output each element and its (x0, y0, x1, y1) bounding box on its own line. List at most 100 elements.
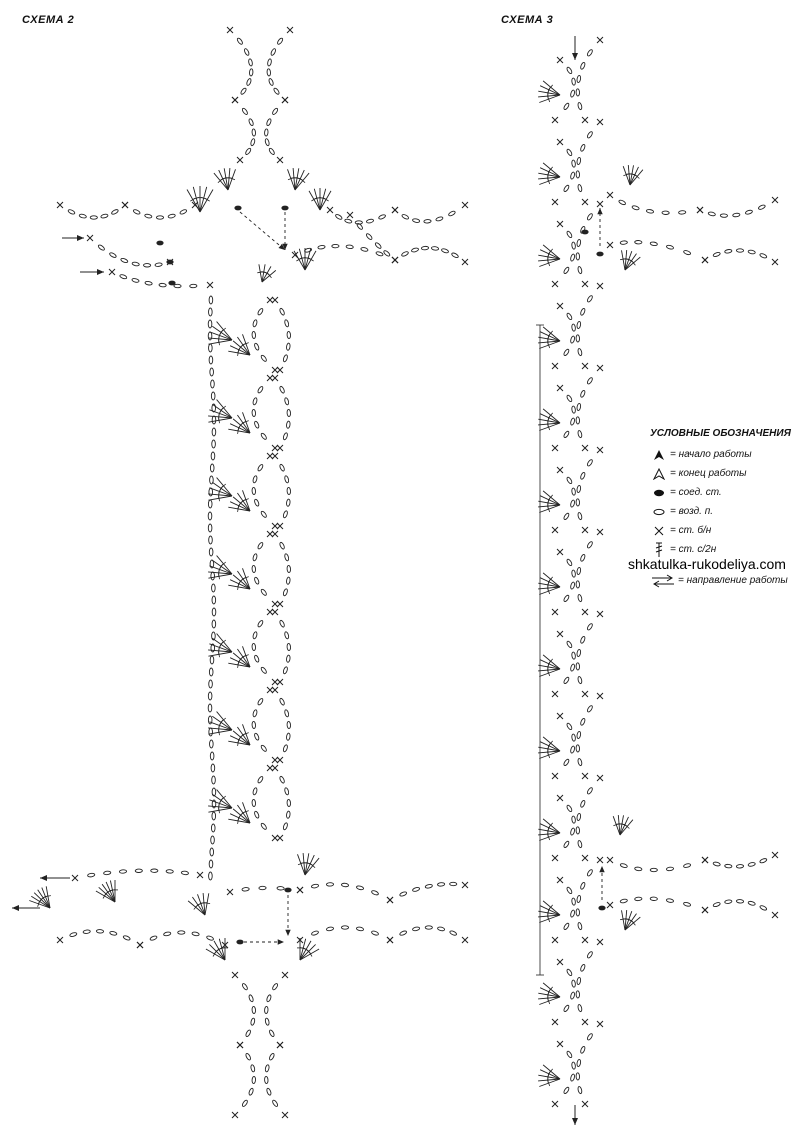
chain-stitch (571, 241, 576, 250)
sc-mark (86, 234, 94, 242)
sc-mark (271, 522, 279, 530)
dc-stitch (538, 914, 561, 918)
dc-stitch (538, 172, 561, 178)
chain-stitch (619, 863, 628, 868)
sc-mark (281, 1111, 289, 1119)
dc-stitch (297, 854, 306, 876)
chain-stitch (254, 732, 260, 741)
chain-stitch (335, 214, 343, 220)
dc-stitch (539, 577, 561, 588)
chain-stitch (449, 881, 458, 887)
sc-mark (556, 302, 564, 310)
chain-stitch (374, 242, 382, 249)
chain-stitch (575, 662, 580, 671)
dc-stitch (542, 900, 561, 916)
chain-stitch (251, 408, 256, 418)
chain-stitch (412, 887, 421, 892)
chain-stitch (208, 679, 213, 689)
dc-stitch (304, 857, 320, 876)
chain-stitch (248, 1087, 254, 1096)
chain-stitch (279, 541, 285, 550)
sc-mark (226, 888, 234, 896)
chain-stitch (144, 280, 153, 286)
legend-item-slip: = соед. ст. (650, 483, 809, 502)
chain-stitch (269, 1052, 275, 1061)
chain-stitch (401, 214, 410, 220)
chain-stitch (563, 1086, 570, 1094)
chain-stitch (286, 576, 291, 585)
sc-mark (581, 526, 589, 534)
sc-mark (271, 834, 279, 842)
sc-mark (581, 280, 589, 288)
chain-stitch (277, 37, 284, 45)
chain-stitch (719, 213, 728, 218)
chain-stitch (286, 798, 291, 808)
dc-stitch (624, 916, 641, 931)
dc-stitch (538, 90, 561, 96)
sc-mark (701, 906, 709, 914)
chain-stitch (340, 882, 350, 888)
sc-mark (391, 256, 399, 264)
direction-arrows-icon (650, 574, 676, 588)
dc-stitch (237, 414, 251, 434)
sc-mark (556, 794, 564, 802)
chain-stitch (100, 213, 109, 219)
dc-stitch (218, 938, 226, 961)
dc-bar (548, 658, 554, 664)
chain-stitch (566, 886, 573, 895)
dc-stitch (539, 258, 561, 267)
chain-stitch (167, 213, 176, 219)
dc-stitch (212, 793, 233, 809)
dc-stitch (542, 736, 561, 752)
chain-stitch (575, 252, 580, 261)
chain-stitch (209, 559, 215, 569)
chain-stitch (210, 763, 216, 773)
dc-stitch (242, 568, 251, 590)
chain-stitch (251, 1005, 256, 1015)
chain-stitch (210, 643, 216, 653)
chain-stitch (577, 266, 583, 275)
dc-stitch (538, 94, 561, 98)
chain-stitch (103, 870, 112, 876)
chain-stitch (154, 262, 163, 267)
legend-item-end: = конец работы (650, 464, 809, 483)
chain-stitch (286, 720, 291, 730)
dc-stitch (539, 659, 561, 670)
chain-stitch (345, 244, 354, 249)
chain-stitch (577, 594, 583, 603)
chain-stitch (286, 732, 291, 741)
dc-stitch (29, 900, 51, 909)
sc-mark (271, 764, 279, 772)
dc-stitch (209, 799, 233, 809)
chain-stitch (109, 930, 118, 936)
dc-bar (220, 327, 227, 333)
sc-mark (266, 374, 274, 382)
sc-mark (226, 26, 234, 34)
sc-mark (191, 201, 199, 209)
dc-stitch (542, 982, 561, 998)
dc-stitch (624, 913, 637, 931)
sc-mark (276, 834, 284, 842)
chain-stitch (563, 266, 570, 274)
chain-stitch (576, 730, 582, 740)
dc-stitch (216, 399, 233, 419)
sc-mark (551, 1100, 559, 1108)
chain-stitch (571, 77, 576, 86)
sc-mark (556, 548, 564, 556)
dc-bar (204, 197, 210, 202)
dc-stitch (629, 165, 634, 186)
sc-mark (266, 764, 274, 772)
chain-stitch (276, 886, 285, 891)
chain-stitch (580, 1045, 586, 1054)
dc-stitch (313, 188, 321, 211)
dc-stitch (208, 493, 233, 497)
dc-stitch (229, 657, 251, 668)
chain-stitch (383, 250, 391, 257)
sc-mark (221, 941, 229, 949)
dc-stitch (302, 853, 306, 876)
chain-stitch (576, 1058, 582, 1068)
chain-stitch (566, 968, 573, 977)
chain-stitch (189, 283, 198, 289)
chain-stitch (340, 925, 350, 930)
sc-mark (56, 936, 64, 944)
